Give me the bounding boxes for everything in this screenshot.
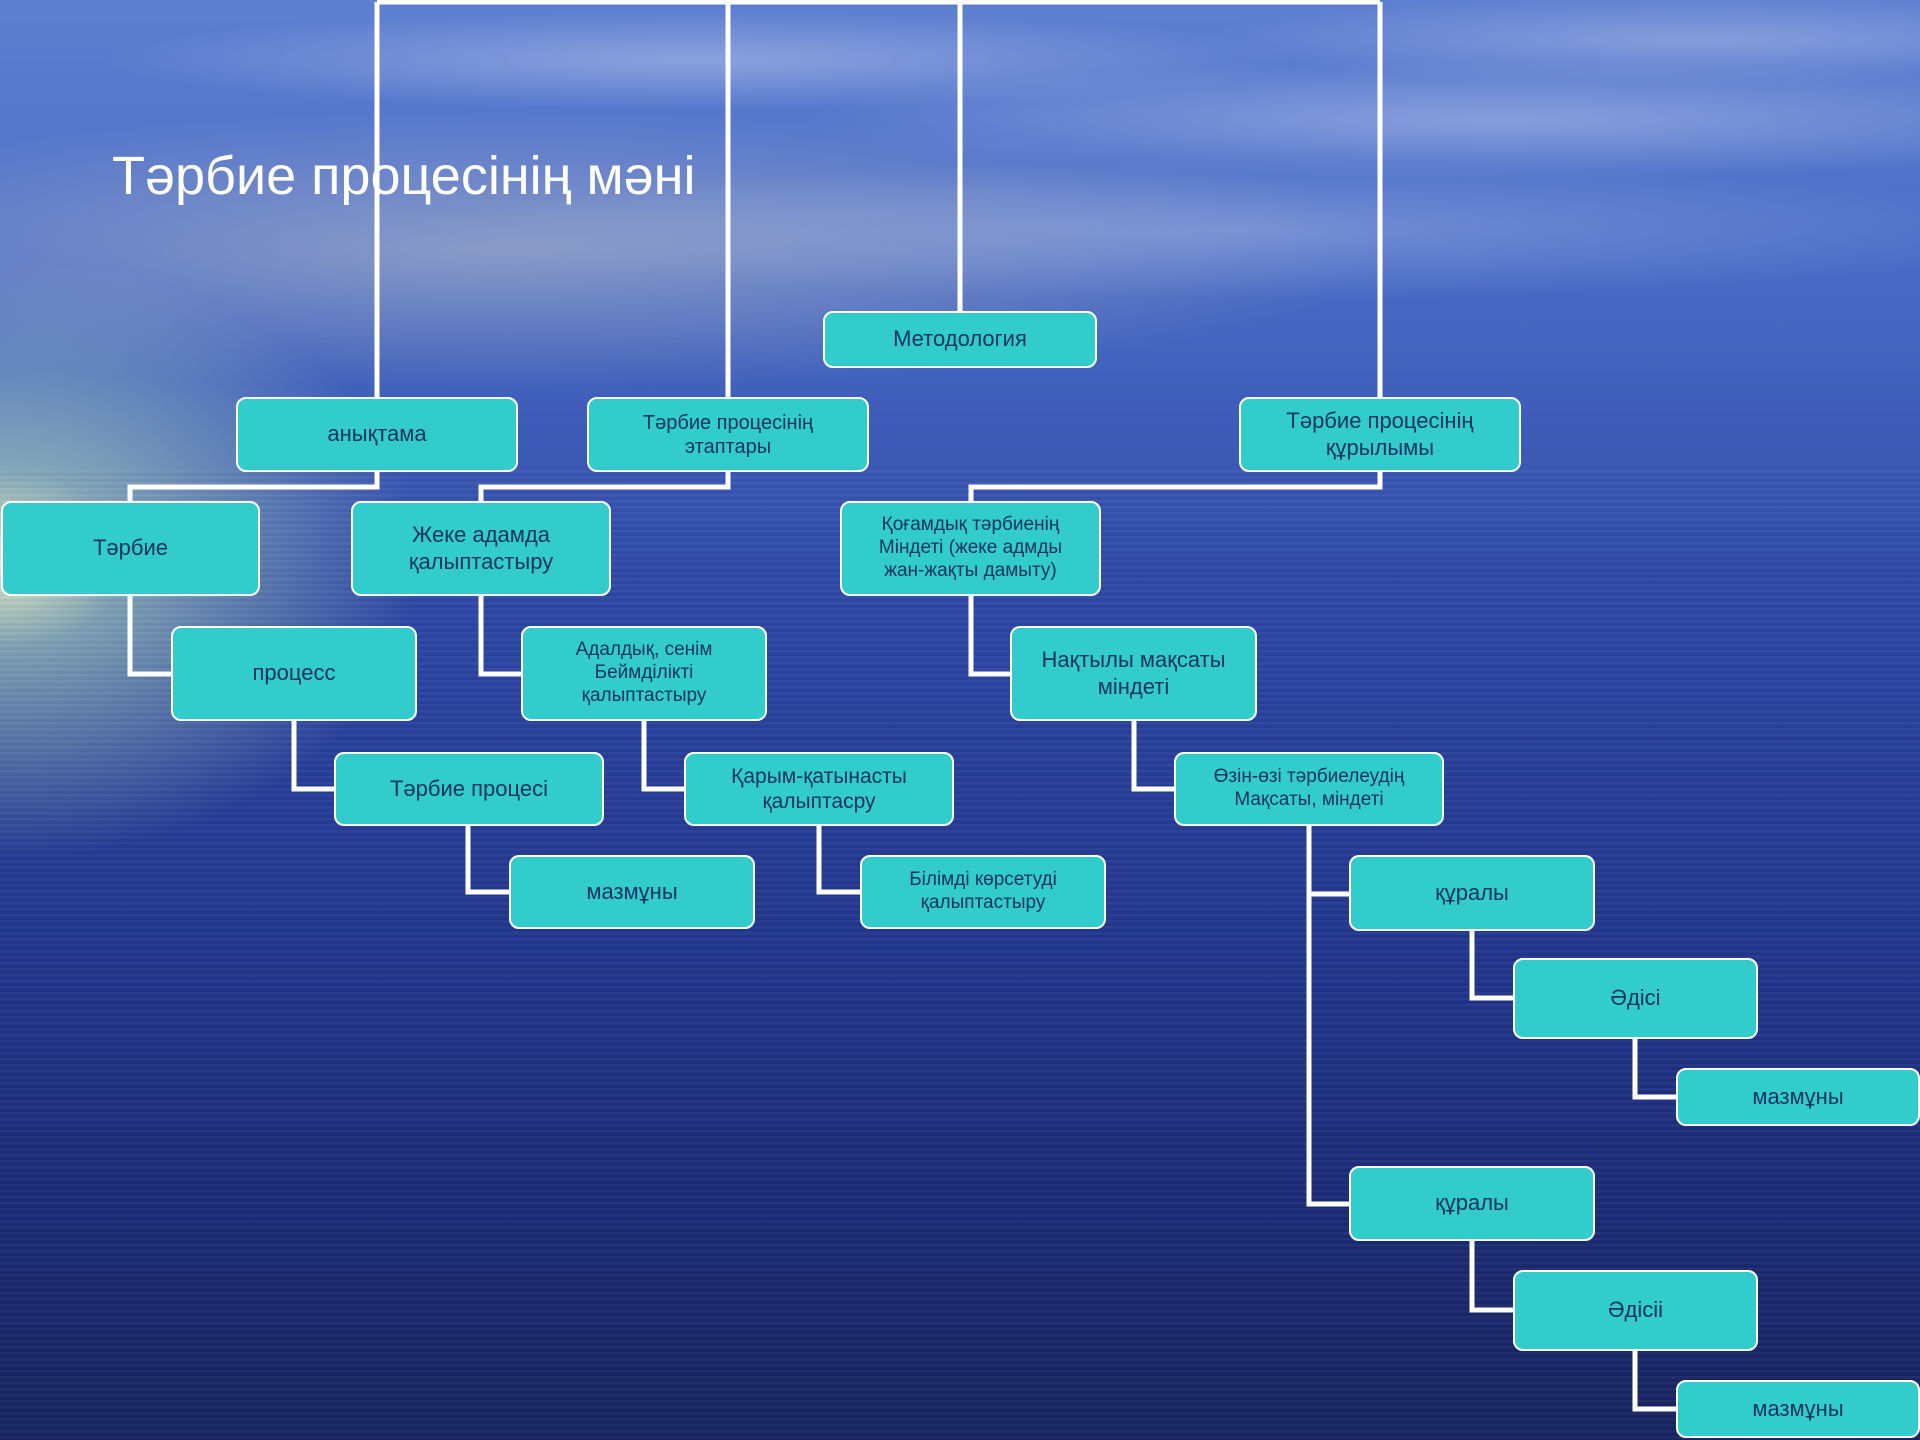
node-kuraly-2[interactable]: құралы (1349, 1166, 1595, 1241)
node-mazmuny-3[interactable]: мазмұны (1676, 1380, 1920, 1438)
connector-adaldyk-karym (641, 721, 684, 792)
node-naktyly[interactable]: Нақтылы мақсаты міндеті (1010, 626, 1257, 721)
connector-karym-bilimdi (816, 826, 860, 895)
node-bilimdi[interactable]: Білімді көрсетуді қалыптастыру (860, 855, 1106, 929)
node-metodologiya[interactable]: Методология (823, 311, 1097, 368)
node-adisi-1[interactable]: Әдісі (1513, 958, 1758, 1039)
node-kuraly-1[interactable]: құралы (1349, 855, 1595, 931)
node-karym[interactable]: Қарым-қатынасты қалыптасру (684, 752, 954, 826)
connector-anyktama-tarbie (127, 472, 380, 501)
node-zheke[interactable]: Жеке адамда қалыптастыру (351, 501, 611, 596)
connector-adisi1-mazmuny2 (1632, 1039, 1676, 1100)
node-kurylymy[interactable]: Тәрбие процесінің құрылымы (1239, 397, 1521, 472)
node-tarbie-procesi[interactable]: Тәрбие процесі (334, 752, 604, 826)
connector-process-tarbie-procesi (291, 721, 334, 792)
node-kogamdyk[interactable]: Қоғамдық тәрбиенің Міндеті (жеке адмды ж… (840, 501, 1101, 596)
slide-title: Тәрбие процесінің мәні (112, 146, 696, 206)
node-mazmuny-2[interactable]: мазмұны (1676, 1068, 1920, 1126)
node-anyktama[interactable]: анықтама (236, 397, 518, 472)
connector-tarbie-process (127, 596, 171, 677)
connector-kogamdyk-naktyly (968, 596, 1010, 677)
node-ozin-ozi[interactable]: Өзін-өзі тәрбиелеудің Мақсаты, міндеті (1174, 752, 1444, 826)
node-tarbie[interactable]: Тәрбие (1, 501, 260, 596)
connector-naktyly-ozin (1131, 721, 1174, 792)
connector-adisi2-mazmuny3 (1632, 1351, 1676, 1412)
connector-zheke-adaldyk (478, 596, 521, 677)
connector-etaptary-zheke (478, 472, 731, 501)
node-process[interactable]: процесс (171, 626, 417, 721)
node-mazmuny-1[interactable]: мазмұны (509, 855, 755, 929)
node-adaldyk[interactable]: Адалдық, сенім Беймділікті қалыптастыру (521, 626, 767, 721)
node-adisi-2[interactable]: Әдісіі (1513, 1270, 1758, 1351)
connector-kurylymy-kogamdyk (968, 472, 1383, 501)
connector-tarbie-procesi-mazmuny (465, 826, 509, 895)
connector-kuraly2-adisi2 (1469, 1241, 1513, 1313)
connector-ozin-children (1306, 826, 1349, 1207)
node-etaptary[interactable]: Тәрбие процесінің этаптары (587, 397, 869, 472)
connector-kuraly1-adisi1 (1469, 931, 1513, 1001)
